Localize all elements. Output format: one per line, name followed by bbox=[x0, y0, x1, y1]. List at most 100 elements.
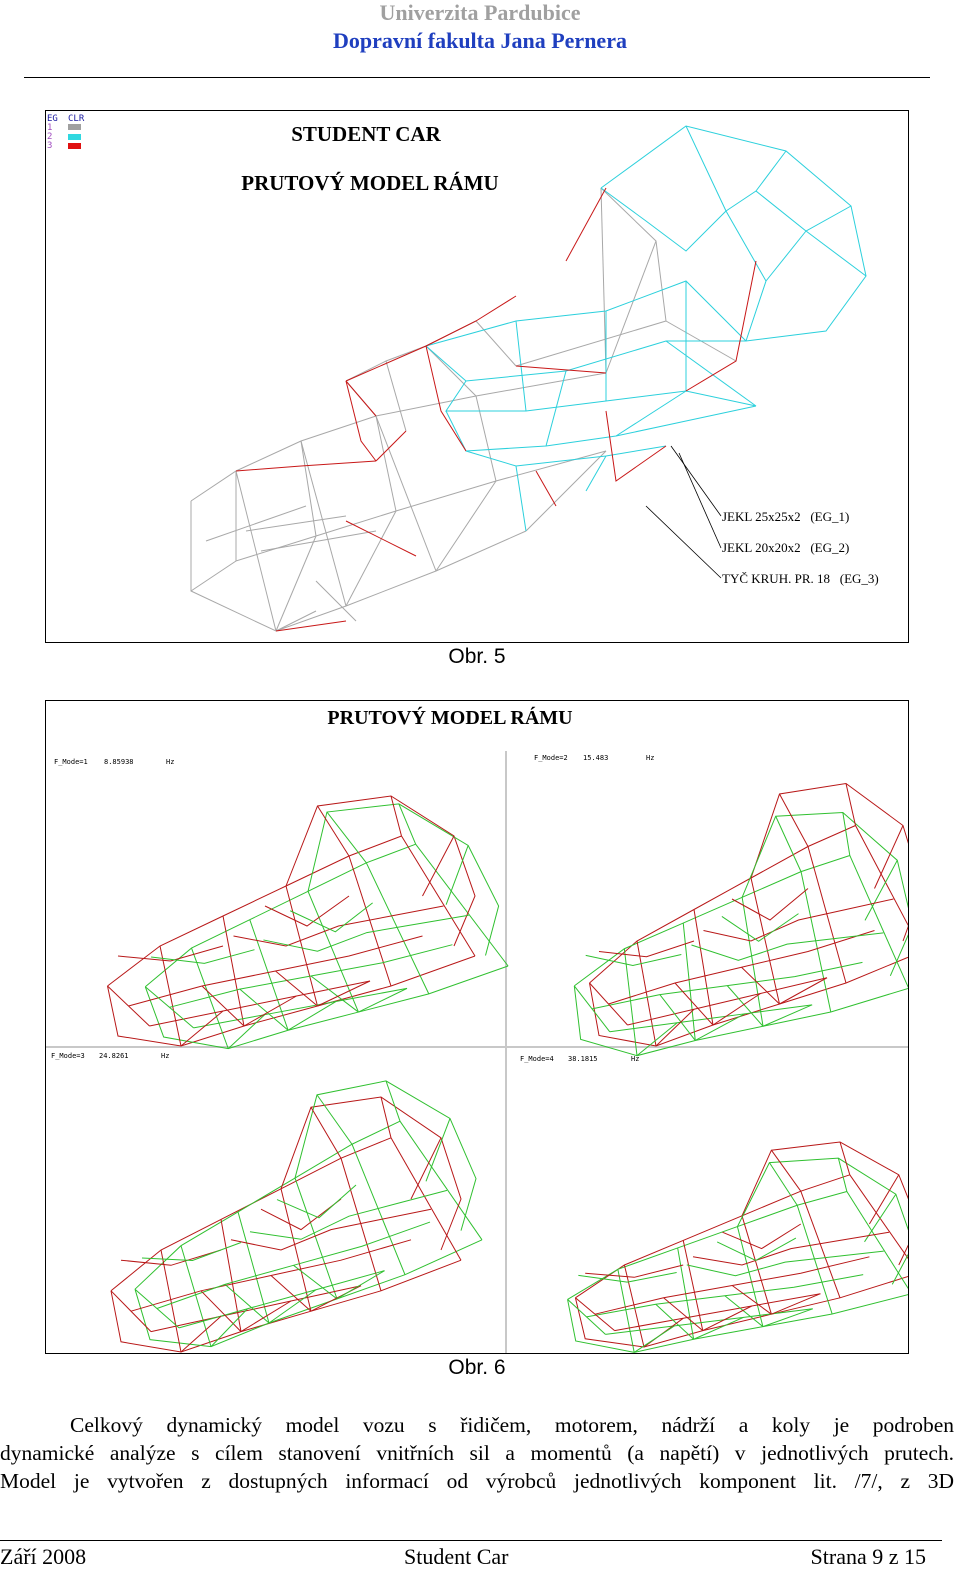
mode-bar-red-13 bbox=[589, 982, 628, 1026]
mode-bar-red-8 bbox=[770, 1149, 802, 1192]
annotation-leaders bbox=[645, 445, 722, 579]
footer-page-number: Strana 9 z 15 bbox=[810, 1544, 926, 1569]
mode-bar-red-14 bbox=[663, 1297, 704, 1331]
mode-1-wireframe bbox=[107, 795, 509, 1050]
frame-bar-cyan-15 bbox=[515, 465, 527, 532]
mode-bar-green-13 bbox=[144, 986, 194, 1029]
mode-bar-red-16 bbox=[655, 1008, 695, 1047]
mode-bar-red-10 bbox=[410, 1137, 442, 1200]
mode-bar-green-4 bbox=[307, 891, 359, 1013]
mode-bar-green-2 bbox=[617, 1269, 635, 1353]
annotation-eg1: JEKL 25x25x2 (EG_1) bbox=[722, 509, 849, 524]
mode-bar-green-9 bbox=[842, 812, 851, 856]
mode-bar-red-0 bbox=[575, 1174, 850, 1299]
mode-bar-red-0 bbox=[110, 1137, 392, 1292]
mode-bar-green-4 bbox=[294, 1177, 338, 1300]
mode-bar-red-18 bbox=[779, 977, 828, 1005]
figure-6-mode-shapes: PRUTOVÝ MODEL RÁMU F_Mode=1 8.85938 Hz F… bbox=[45, 700, 909, 1354]
frame-bar-cyan-4 bbox=[725, 190, 757, 212]
frame-bar-cyan-18 bbox=[545, 370, 567, 447]
mode-bar-green-18 bbox=[762, 1308, 813, 1328]
mode-bar-green-14 bbox=[655, 1303, 694, 1340]
frame-bar-grey-0 bbox=[190, 372, 607, 502]
mode-bar-green-5 bbox=[365, 862, 430, 995]
legend-row-1: 1 bbox=[47, 123, 52, 133]
mode-bar-red-12 bbox=[149, 980, 371, 1027]
mode-bar-green-8 bbox=[316, 1094, 353, 1145]
mode-bar-green-5 bbox=[351, 1144, 406, 1275]
mode-bar-green-19 bbox=[686, 1250, 884, 1277]
mode-bar-green-20 bbox=[716, 1237, 797, 1262]
frame-bar-grey-21 bbox=[205, 505, 307, 542]
mode-bar-green-6 bbox=[849, 855, 908, 988]
mode-bar-green-14 bbox=[659, 994, 696, 1041]
mode-bar-green-9 bbox=[385, 1080, 401, 1122]
mode-4-wireframe bbox=[567, 1141, 908, 1353]
mode-1-label: F_Mode=1 bbox=[54, 758, 88, 766]
mode-bar-green-13 bbox=[573, 985, 611, 1033]
frame-bar-cyan-3 bbox=[755, 150, 852, 232]
frame-bar-cyan-2 bbox=[600, 187, 727, 252]
mode-bar-green-16 bbox=[210, 1308, 248, 1347]
mode-2-wireframe bbox=[573, 782, 908, 1057]
mode-bar-red-20 bbox=[260, 1198, 342, 1231]
mode-bar-red-8 bbox=[779, 793, 809, 847]
mode-bar-red-17 bbox=[243, 995, 297, 1027]
mode-bar-green-15 bbox=[310, 975, 359, 1013]
mode-bar-red-5 bbox=[800, 1191, 841, 1298]
mode-bar-green-21 bbox=[578, 1272, 677, 1283]
frame-bar-grey-5 bbox=[345, 510, 397, 607]
mode-panel-1: F_Mode=1 8.85938 Hz bbox=[54, 758, 509, 1050]
frame-bar-grey-7 bbox=[525, 450, 607, 532]
mode-bar-red-2 bbox=[623, 1264, 645, 1348]
paragraph-line-1: Celkový dynamický model vozu s řidičem, … bbox=[70, 1413, 954, 1437]
mode-bar-green-13 bbox=[134, 1288, 180, 1329]
mode-bar-red-21 bbox=[117, 945, 224, 962]
frame-bar-cyan-16 bbox=[585, 455, 607, 492]
mode-bar-green-19 bbox=[691, 932, 884, 961]
mode-bar-green-0 bbox=[144, 843, 416, 988]
mode-bar-green-4 bbox=[736, 1226, 764, 1327]
mode-bar-green-0 bbox=[567, 1191, 847, 1300]
mode-3-wireframe bbox=[110, 1080, 483, 1353]
mode-bar-red-4 bbox=[285, 885, 318, 1007]
mode-bar-green-20 bbox=[289, 902, 373, 933]
mode-2-value: 15.483 bbox=[583, 754, 608, 762]
annotation-eg2: JEKL 20x20x2 (EG_2) bbox=[722, 540, 849, 555]
mode-bar-red-15 bbox=[731, 1285, 772, 1315]
mode-bar-red-19 bbox=[692, 1231, 890, 1266]
mode-bar-green-12 bbox=[605, 1308, 813, 1335]
mode-bar-green-10 bbox=[864, 860, 898, 921]
mode-bar-green-1 bbox=[144, 965, 509, 1050]
mode-bar-green-5 bbox=[800, 871, 832, 1013]
legend-col-eg: EG bbox=[47, 114, 58, 124]
frame-bar-red-6 bbox=[425, 345, 467, 452]
figure-5-drawing: EG CLR 1 2 3 STUDENT CAR PRUTOVÝ MODEL R… bbox=[47, 114, 879, 632]
mode-bar-red-20 bbox=[722, 1223, 802, 1250]
mode-4-label: F_Mode=4 bbox=[520, 1055, 554, 1063]
mode-bar-green-0 bbox=[574, 855, 850, 987]
frame-bar-cyan-13 bbox=[445, 405, 757, 452]
legend-row-2: 2 bbox=[47, 132, 52, 142]
mode-bar-green-19 bbox=[249, 1189, 448, 1240]
mode-3-value: 24.8261 bbox=[99, 1052, 129, 1060]
frame-bar-grey-9 bbox=[375, 415, 397, 512]
frame-bar-grey-1 bbox=[190, 501, 527, 632]
mode-bar-green-13 bbox=[567, 1299, 606, 1335]
mode-bar-red-13 bbox=[575, 1297, 615, 1331]
mode-3-label: F_Mode=3 bbox=[51, 1052, 85, 1060]
mode-bar-green-10 bbox=[445, 845, 469, 905]
mode-bar-red-21 bbox=[120, 1249, 222, 1266]
header-university: Univerzita Pardubice bbox=[379, 0, 581, 25]
frame-bar-red-11 bbox=[345, 520, 417, 557]
mode-bar-red-2 bbox=[159, 945, 182, 1047]
mode-bar-red-6 bbox=[401, 835, 476, 957]
mode-bar-red-0 bbox=[589, 825, 856, 984]
mode-bar-red-8 bbox=[310, 1106, 342, 1159]
frame-bar-cyan-8 bbox=[425, 340, 746, 382]
mode-bar-green-17 bbox=[693, 1316, 744, 1340]
frame-bar-red-0 bbox=[235, 460, 377, 472]
mode-1-unit: Hz bbox=[166, 758, 174, 766]
mode-2-label: F_Mode=2 bbox=[534, 754, 568, 762]
mode-bar-red-5 bbox=[807, 846, 847, 984]
